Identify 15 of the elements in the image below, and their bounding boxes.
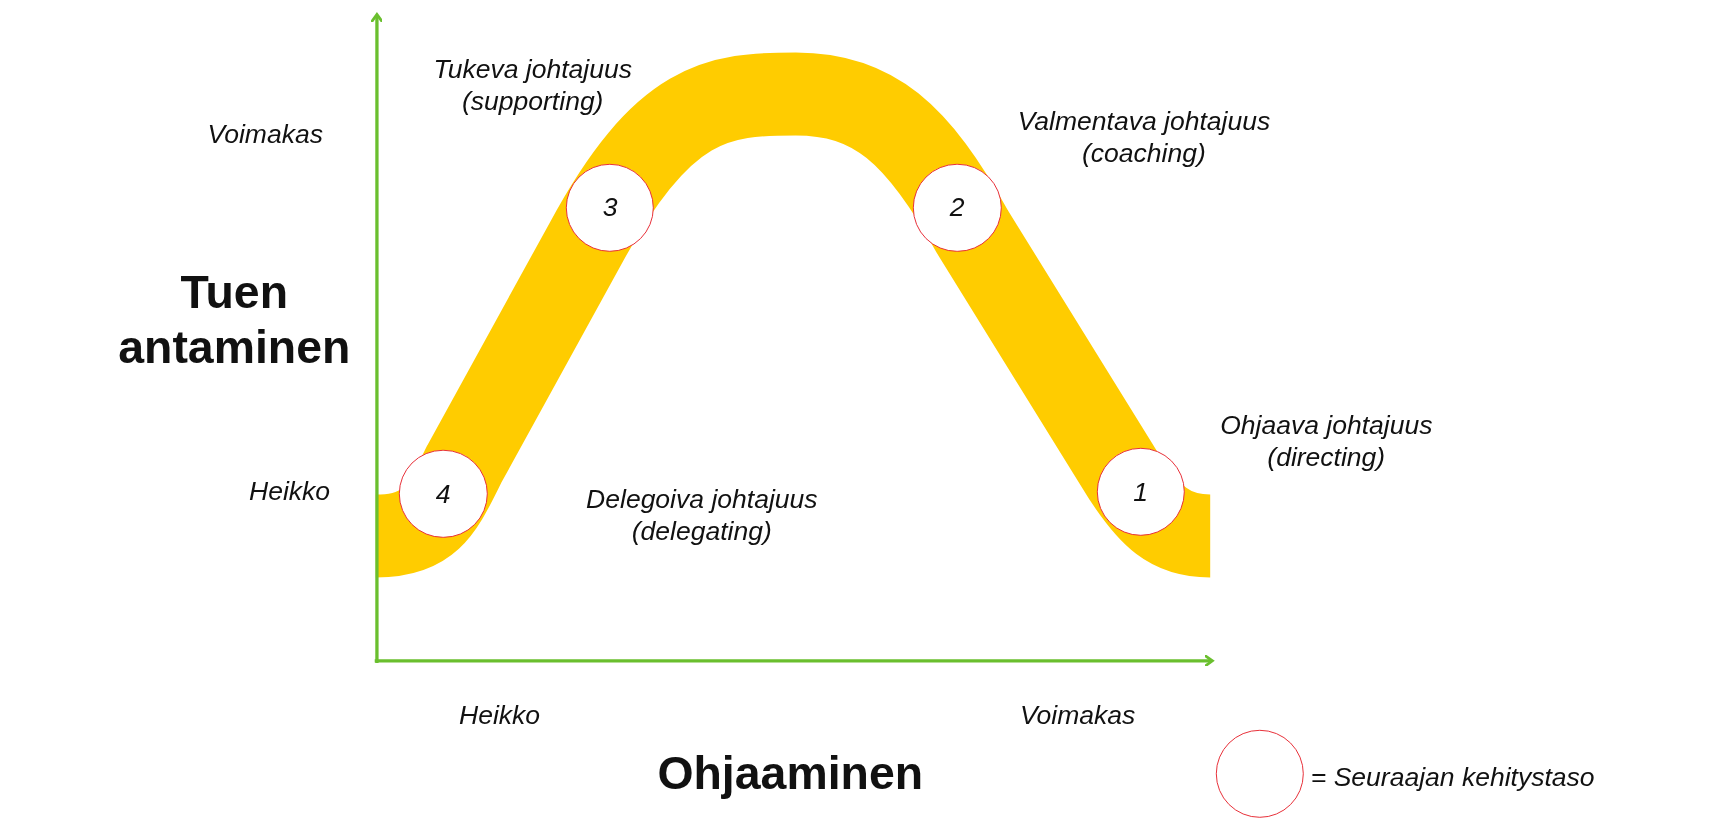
text-label: Ohjaava johtajuus (directing) — [1219, 410, 1434, 474]
legend-text: = Seuraajan kehitystaso — [1310, 761, 1595, 793]
stage-number: 1 — [1133, 476, 1148, 508]
text-label: Delegoiva johtajuus (delegating) — [585, 484, 819, 548]
text-label: Heikko — [248, 475, 332, 508]
axis-title: Ohjaaminen — [656, 745, 925, 801]
text-label: Heikko — [458, 700, 542, 733]
stage-number: 2 — [949, 192, 965, 224]
text-label: Voimakas — [1018, 700, 1137, 733]
text-label: Valmentava johtajuus (coaching) — [1016, 106, 1272, 170]
stage-number: 3 — [602, 192, 618, 224]
text-label: Voimakas — [206, 118, 324, 151]
stage-number: 4 — [435, 478, 451, 510]
text-label: Tukeva johtajuus (supporting) — [432, 54, 633, 119]
axis-title: Tuen antaminen — [117, 264, 352, 376]
